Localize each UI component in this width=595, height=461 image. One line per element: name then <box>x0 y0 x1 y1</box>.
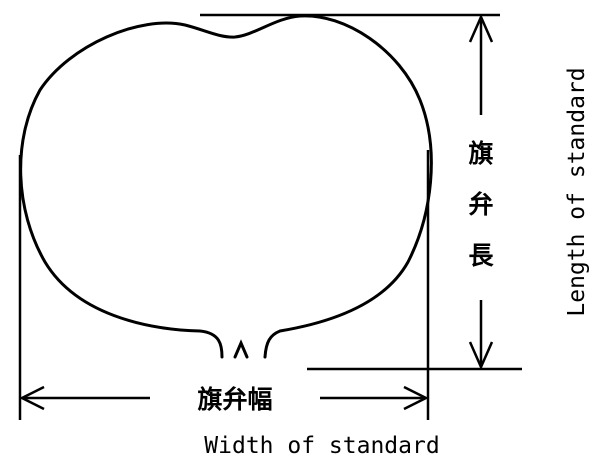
width-label-jp: 旗弁幅 <box>197 385 272 414</box>
length-arrowhead-top <box>468 13 494 43</box>
length-label-en: Length of standard <box>564 67 590 316</box>
width-arrowhead-left <box>19 385 45 411</box>
length-label-jp-3: 長 <box>468 241 494 270</box>
length-arrowhead-bottom <box>468 341 494 371</box>
width-arrowhead-right <box>403 385 429 411</box>
length-label-jp-1: 旗 <box>468 139 493 168</box>
petal-base-notch <box>233 339 249 359</box>
length-label-jp-2: 弁 <box>468 190 493 219</box>
standard-petal-outline <box>19 14 433 359</box>
width-label-en: Width of standard <box>204 433 439 459</box>
